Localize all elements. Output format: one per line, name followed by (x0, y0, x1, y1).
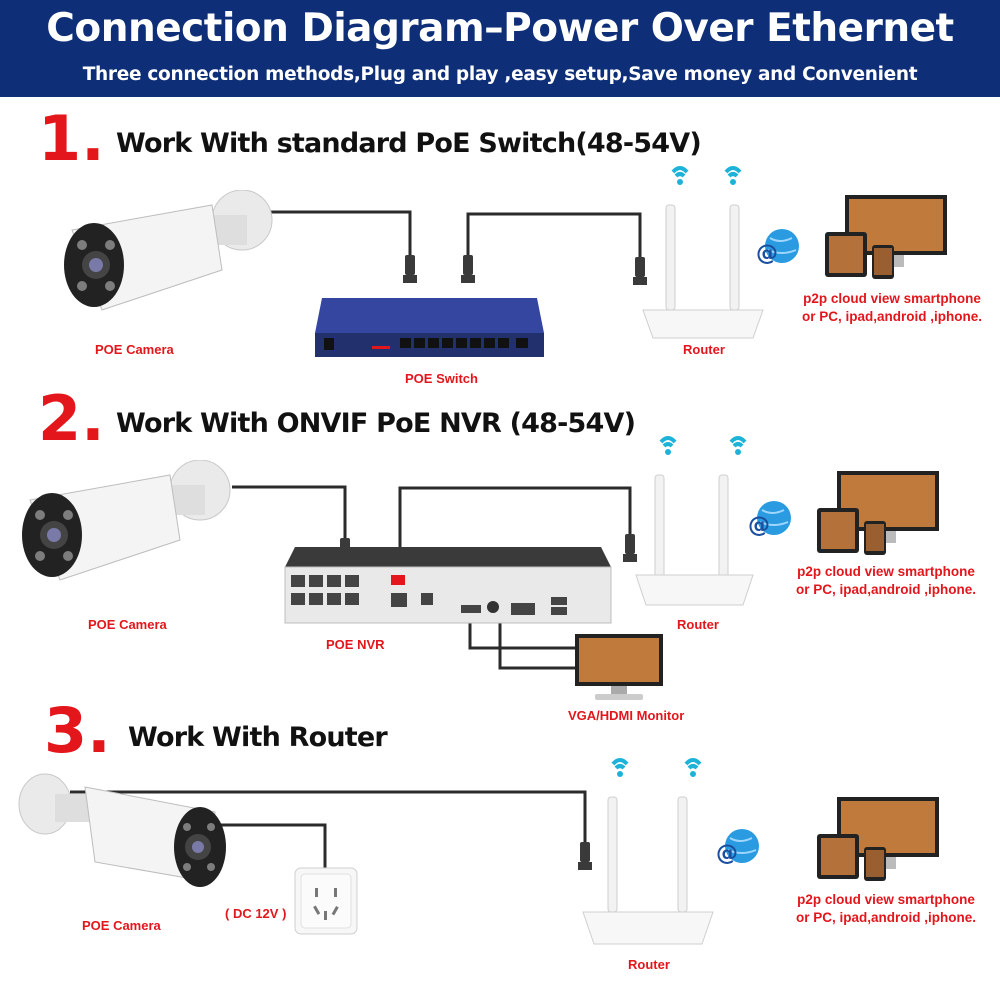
bullet-camera-icon (62, 189, 277, 325)
multi-device-icon (812, 792, 942, 889)
page-title: Connection Diagram–Power Over Ethernet (46, 6, 954, 51)
section-1-number: 1. (38, 102, 105, 175)
rj45-plug-icon (633, 257, 647, 285)
section-2-title: Work With ONVIF PoE NVR (48-54V) (116, 408, 636, 439)
section-2-router-label: Router (677, 617, 719, 632)
wifi-router-icon (638, 160, 768, 345)
cable-vga (498, 622, 585, 670)
cable-nvr-to-router (398, 486, 632, 568)
section-2-p2p-text: p2p cloud view smartphone or PC, ipad,an… (786, 563, 986, 599)
page-subtitle: Three connection methods,Plug and play ,… (82, 64, 918, 85)
section-1-switch-label: POE Switch (405, 371, 478, 386)
cable-switch-to-router (466, 212, 642, 258)
wifi-router-icon (578, 752, 718, 952)
section-3-number: 3. (44, 694, 111, 767)
p2p-line-1: p2p cloud view smartphone (803, 291, 981, 306)
p2p-line-2: or PC, ipad,android ,iphone. (795, 910, 976, 925)
cable-power (200, 823, 327, 872)
section-3-camera-label: POE Camera (82, 918, 161, 933)
cable-camera-to-switch (268, 210, 412, 256)
section-2-number: 2. (38, 382, 105, 455)
dc-power-label: ( DC 12V ) (225, 906, 287, 921)
section-3-router-label: Router (628, 957, 670, 972)
section-3-title: Work With Router (128, 722, 388, 753)
rj45-plug-icon (461, 255, 475, 283)
section-3-p2p-text: p2p cloud view smartphone or PC, ipad,an… (786, 891, 986, 927)
cable-camera-to-router (70, 790, 587, 843)
monitor-label: VGA/HDMI Monitor (568, 708, 685, 723)
multi-device-icon (812, 466, 942, 563)
svg-text:@: @ (716, 841, 738, 866)
multi-device-icon (820, 190, 950, 287)
section-2-nvr-label: POE NVR (326, 637, 385, 652)
monitor-icon (573, 632, 665, 709)
section-1-router-label: Router (683, 342, 725, 357)
bullet-camera-icon (20, 459, 235, 595)
poe-switch-icon (312, 288, 547, 365)
bullet-camera-icon (15, 772, 230, 907)
cable-camera-to-nvr (232, 485, 347, 540)
rj45-plug-icon (623, 534, 637, 562)
internet-globe-icon: @ (744, 498, 794, 545)
rj45-plug-icon (578, 842, 592, 870)
section-1-p2p-text: p2p cloud view smartphone or PC, ipad,an… (792, 290, 992, 326)
header-banner: Connection Diagram–Power Over Ethernet T… (0, 0, 1000, 97)
svg-text:@: @ (756, 241, 778, 266)
nvr-recorder-icon (283, 545, 613, 632)
p2p-line-2: or PC, ipad,android ,iphone. (801, 309, 982, 324)
p2p-line-1: p2p cloud view smartphone (797, 564, 975, 579)
internet-globe-icon: @ (712, 826, 762, 873)
wifi-router-icon (633, 430, 763, 615)
cable-hdmi (468, 622, 585, 650)
section-1-camera-label: POE Camera (95, 342, 174, 357)
section-1-title: Work With standard PoE Switch(48-54V) (116, 128, 702, 159)
internet-globe-icon: @ (752, 226, 802, 273)
wall-socket-icon (293, 866, 359, 943)
p2p-line-2: or PC, ipad,android ,iphone. (795, 582, 976, 597)
p2p-line-1: p2p cloud view smartphone (797, 892, 975, 907)
section-2-camera-label: POE Camera (88, 617, 167, 632)
svg-text:@: @ (748, 513, 770, 538)
rj45-plug-icon (403, 255, 417, 283)
